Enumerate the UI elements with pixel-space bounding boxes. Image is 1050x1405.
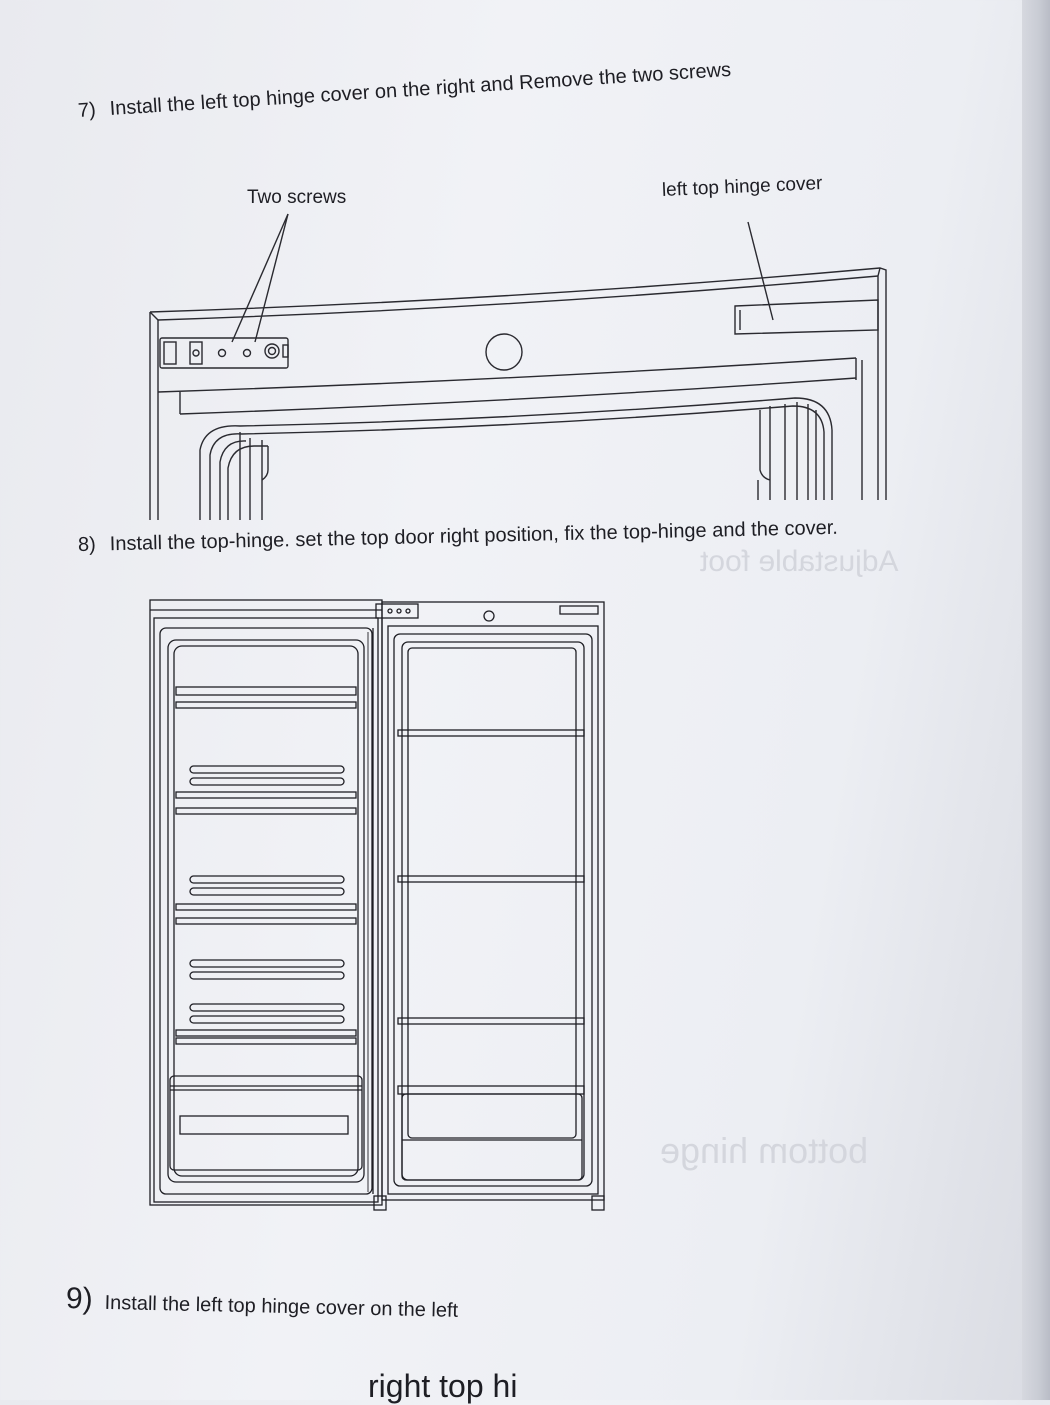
screw-leader-1 (231, 213, 289, 343)
cover-leader (747, 221, 774, 321)
top-panel-outline (149, 267, 887, 500)
show-through-text: Adjustable foot (700, 545, 899, 578)
fridge-open-door-diagram (149, 599, 605, 1211)
step-9-instruction: 9) Install the left top hinge cover on th… (66, 1282, 459, 1325)
cabinet-outline (149, 599, 383, 1206)
hinge-pin (264, 343, 280, 359)
center-button (485, 333, 523, 371)
next-section-heading-fragment: right top hi (368, 1368, 518, 1404)
show-through-text-2: bottom hinge (660, 1130, 869, 1171)
screw-leader-2 (254, 213, 289, 343)
vent-slots (189, 765, 345, 1024)
page-edge (1022, 0, 1050, 1400)
open-door (381, 601, 605, 1201)
fridge-top-diagram (149, 213, 887, 520)
hinge-screw-1 (192, 349, 200, 357)
door-button (483, 610, 495, 622)
step-9-number: 9) (65, 1282, 94, 1316)
crisper-drawer (169, 1075, 363, 1171)
hinge-cover (734, 299, 879, 335)
step-8-number: 8) (77, 533, 97, 556)
door-shelves (397, 729, 585, 1181)
step-9-text: Install the left top hinge cover on the … (104, 1291, 459, 1322)
hinge-screw-2 (217, 348, 227, 358)
callout-two-screws: Two screws (247, 187, 347, 208)
cabinet-shelves (175, 686, 357, 1045)
hinge-screw-3 (242, 348, 252, 358)
